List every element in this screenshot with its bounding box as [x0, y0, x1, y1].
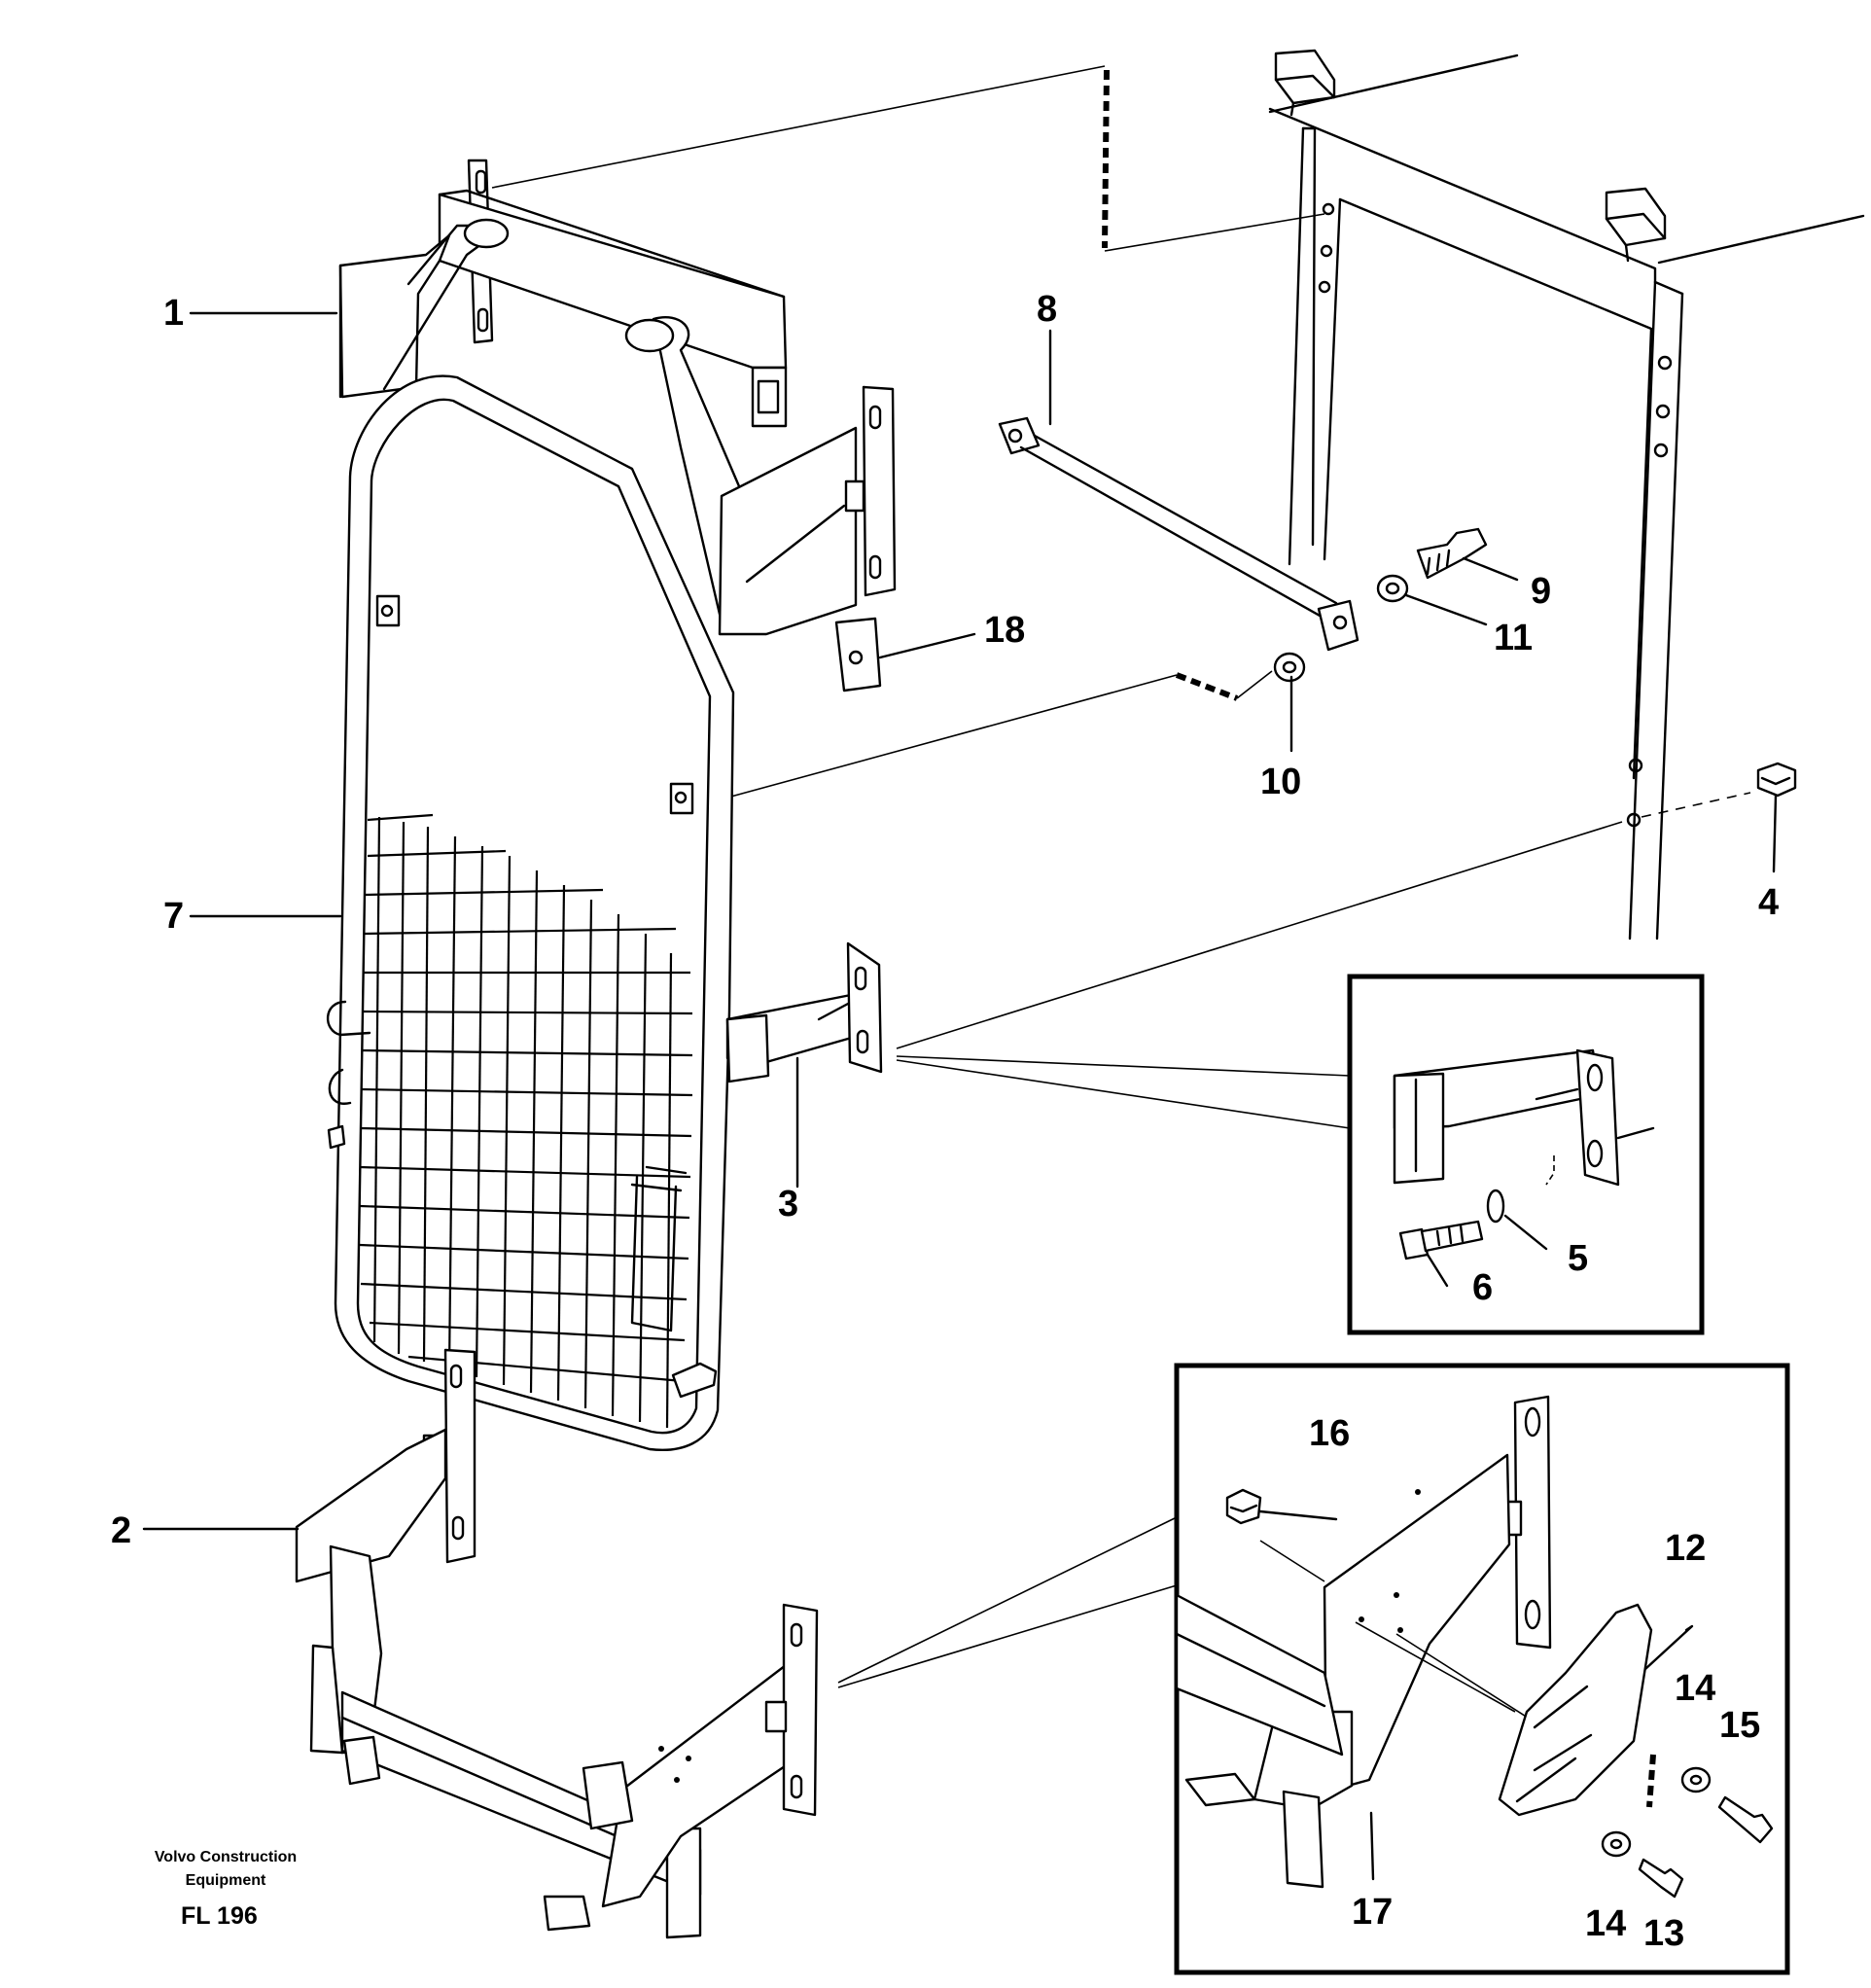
part-8-stay-bar	[998, 416, 1359, 652]
callout-4: 4	[1758, 882, 1779, 923]
callout-2: 2	[111, 1510, 131, 1551]
part-2-lower-assembly	[295, 1348, 819, 1939]
fasteners-upper	[1273, 527, 1797, 798]
callout-18: 18	[984, 610, 1025, 651]
figure-code: FL 196	[181, 1902, 258, 1930]
callout-labels: 1 2 3 4 5 6 7 8 9 10 11 12 13 14 14 15 1…	[111, 289, 1779, 1954]
assembly-lines	[491, 65, 1751, 1049]
callout-17: 17	[1352, 1892, 1393, 1933]
company-name-line1: Volvo Construction	[155, 1849, 297, 1865]
callout-13: 13	[1643, 1913, 1684, 1954]
detail-box-bracket	[896, 974, 1705, 1335]
callout-8: 8	[1037, 289, 1057, 330]
part-18-nut-plate	[834, 617, 882, 692]
part-1-upper-bracket	[338, 159, 897, 636]
figure-footer: Volvo Construction Equipment FL 196	[155, 1849, 297, 1930]
callout-10: 10	[1260, 762, 1301, 802]
callout-11: 11	[1494, 618, 1533, 658]
cab-frame	[1268, 49, 1865, 941]
leader-lines	[142, 311, 1778, 1881]
callout-3: 3	[778, 1184, 798, 1225]
callout-7: 7	[163, 896, 184, 937]
callout-1: 1	[163, 293, 184, 334]
callout-9: 9	[1531, 571, 1551, 612]
detail-box-lower	[837, 1363, 1790, 1975]
callout-6: 6	[1472, 1267, 1493, 1308]
callout-12: 12	[1665, 1528, 1706, 1569]
callout-14-upper: 14	[1675, 1668, 1715, 1709]
callout-15: 15	[1719, 1705, 1760, 1746]
guard-mesh	[359, 813, 693, 1429]
company-name-line2: Equipment	[186, 1872, 266, 1889]
callout-16: 16	[1309, 1413, 1350, 1454]
callout-14-lower: 14	[1585, 1903, 1626, 1944]
part-7-guard-grille	[326, 374, 735, 1451]
callout-5: 5	[1568, 1238, 1588, 1279]
part-3-middle-bracket	[725, 941, 883, 1189]
